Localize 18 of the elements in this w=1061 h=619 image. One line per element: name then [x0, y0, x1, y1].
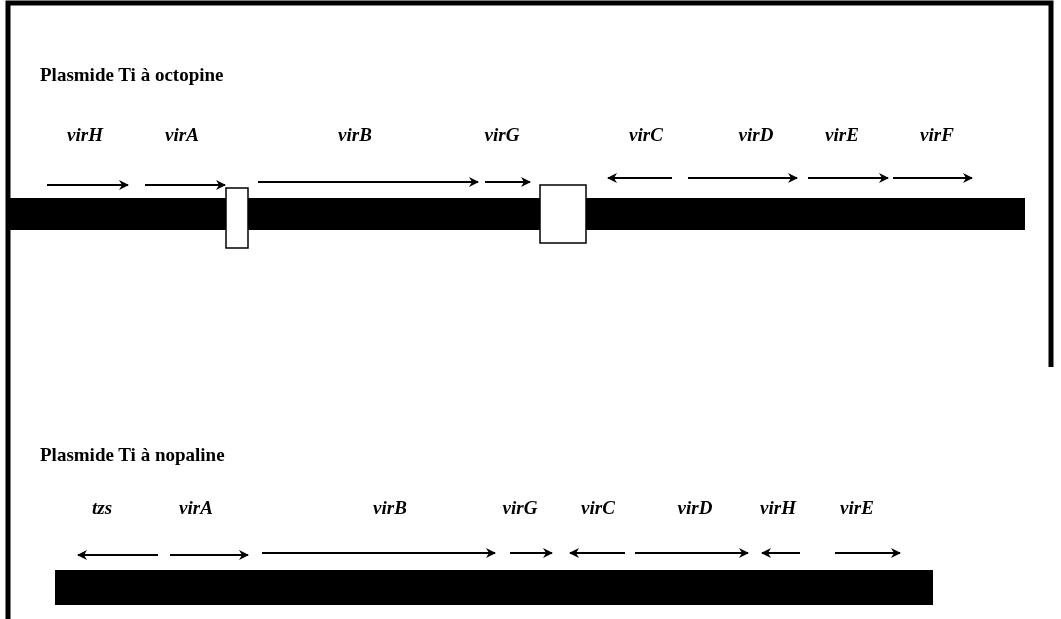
- gene-label: virA: [179, 498, 213, 517]
- gene-label: virE: [825, 125, 859, 144]
- gene-label: virA: [165, 125, 199, 144]
- gene-label: virC: [581, 498, 615, 517]
- gene-label: virE: [840, 498, 874, 517]
- gene-label: virB: [373, 498, 407, 517]
- gene-label: virH: [67, 125, 103, 144]
- gene-label: virD: [738, 125, 774, 144]
- gene-label: tzs: [91, 498, 113, 517]
- gene-label: virH: [760, 498, 796, 517]
- gene-label: virF: [920, 125, 954, 144]
- heading: Plasmide Ti à octopine: [40, 65, 224, 84]
- gene-label: virC: [629, 125, 663, 144]
- gene-label: virG: [484, 125, 520, 144]
- gene-label: virD: [677, 498, 713, 517]
- gene-label: virG: [502, 498, 538, 517]
- heading: Plasmide Ti à nopaline: [40, 445, 225, 464]
- gene-label: virB: [338, 125, 372, 144]
